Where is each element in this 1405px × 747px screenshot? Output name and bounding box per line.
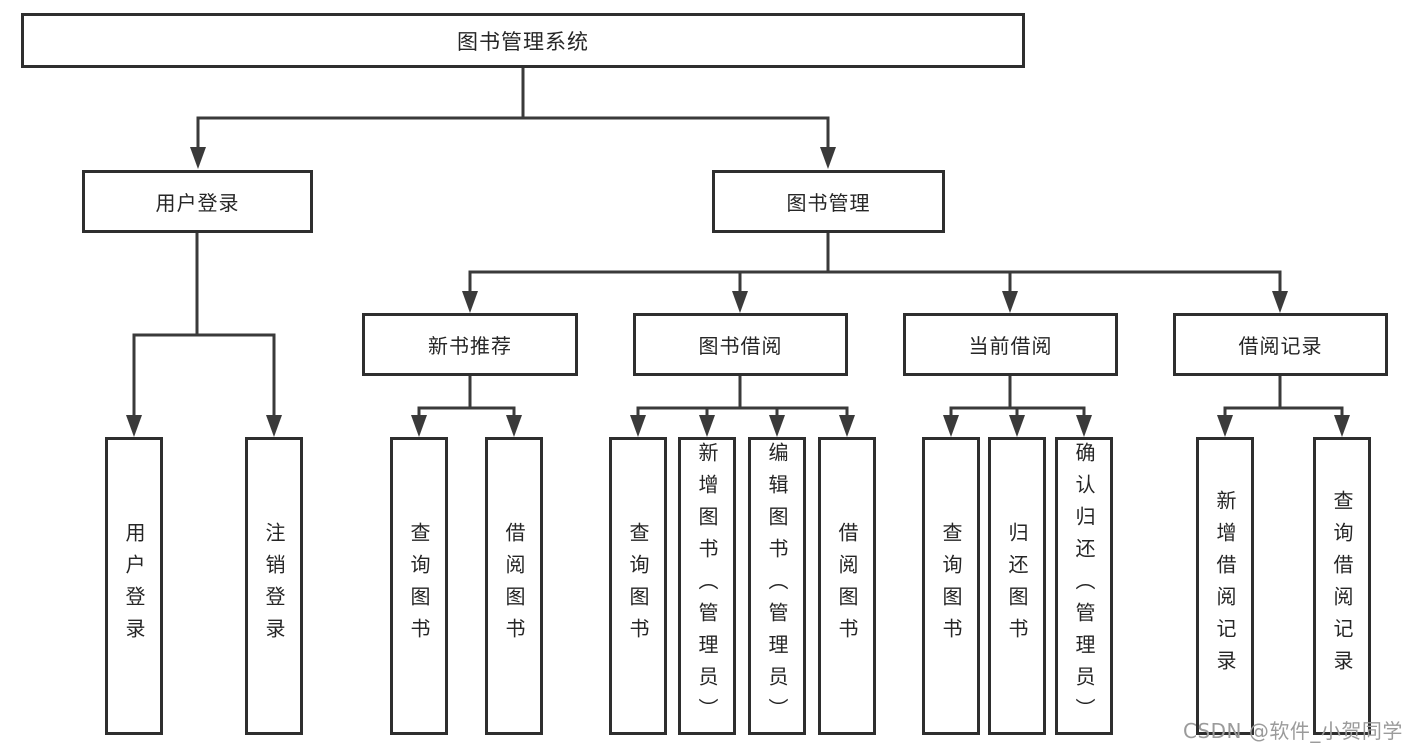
node-borrow-records: 借阅记录 (1173, 313, 1388, 376)
node-label: 借阅记录 (1238, 334, 1323, 358)
leaf-logout: 注销登录 (245, 437, 303, 735)
node-label: 查询图书 (626, 522, 650, 650)
node-label: 用户登录 (155, 191, 240, 215)
leaf-borrow-books-recommend: 借阅图书 (485, 437, 543, 735)
node-label: 编辑图书（管理员） (765, 442, 789, 730)
leaf-add-book-admin: 新增图书（管理员） (678, 437, 736, 735)
node-label: 当前借阅 (968, 334, 1053, 358)
leaf-borrow-books: 借阅图书 (818, 437, 876, 735)
leaf-query-books-borrow: 查询图书 (609, 437, 667, 735)
node-label: 借阅图书 (835, 522, 859, 650)
node-current-borrow: 当前借阅 (903, 313, 1118, 376)
node-new-book-recommend: 新书推荐 (362, 313, 578, 376)
node-book-management: 图书管理 (712, 170, 945, 233)
leaf-add-borrow-record: 新增借阅记录 (1196, 437, 1254, 735)
node-book-borrow: 图书借阅 (633, 313, 848, 376)
leaf-confirm-return-admin: 确认归还（管理员） (1055, 437, 1113, 735)
leaf-query-books-current: 查询图书 (922, 437, 980, 735)
node-label: 新书推荐 (428, 334, 512, 358)
node-label: 查询图书 (407, 522, 431, 650)
node-label: 图书管理 (786, 191, 871, 215)
arrowhead-icons (126, 147, 1350, 437)
node-user-login: 用户登录 (82, 170, 313, 233)
node-label: 用户登录 (122, 522, 146, 650)
leaf-user-login: 用户登录 (105, 437, 163, 735)
node-label: 新增借阅记录 (1213, 490, 1237, 682)
node-label: 查询借阅记录 (1330, 490, 1354, 682)
node-label: 注销登录 (262, 522, 286, 650)
node-label: 图书管理系统 (457, 29, 589, 54)
node-label: 确认归还（管理员） (1072, 442, 1096, 730)
node-label: 归还图书 (1005, 522, 1029, 650)
leaf-return-book: 归还图书 (988, 437, 1046, 735)
node-label: 图书借阅 (698, 334, 783, 358)
leaf-edit-book-admin: 编辑图书（管理员） (748, 437, 806, 735)
csdn-watermark: CSDN @软件_小贺同学 (1183, 719, 1403, 743)
node-label: 查询图书 (939, 522, 963, 650)
leaf-query-borrow-record: 查询借阅记录 (1313, 437, 1371, 735)
leaf-query-books-recommend: 查询图书 (390, 437, 448, 735)
node-label: 借阅图书 (502, 522, 526, 650)
node-label: 新增图书（管理员） (695, 442, 719, 730)
node-root-system: 图书管理系统 (21, 13, 1025, 68)
